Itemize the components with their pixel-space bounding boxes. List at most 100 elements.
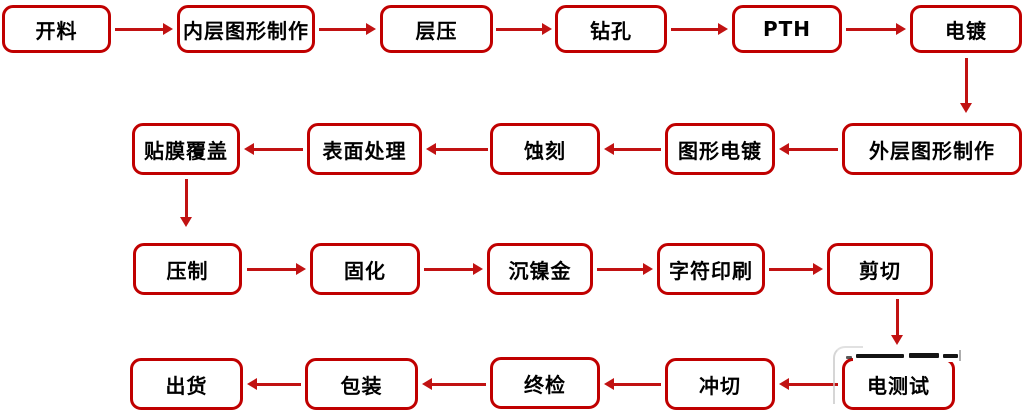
arrow-etching-to-surface-treatment <box>426 143 488 155</box>
node-shipment: 出货 <box>130 358 243 410</box>
arrow-pressing-to-curing <box>247 263 306 275</box>
arrow-head <box>366 23 376 35</box>
arrow-head <box>643 263 653 275</box>
arrow-pth-to-plating <box>846 23 906 35</box>
arrow-legend-printing-to-shearing <box>769 263 823 275</box>
arrow-head <box>163 23 173 35</box>
ghost-box-outline <box>833 346 863 404</box>
arrow-enig-to-legend-printing <box>597 263 653 275</box>
arrow-head <box>779 143 789 155</box>
node-film-covering: 贴膜覆盖 <box>132 123 240 175</box>
arrow-electrical-test-to-punching <box>779 378 838 390</box>
arrow-surface-treatment-to-film-covering <box>244 143 303 155</box>
node-label-shearing: 剪切 <box>859 258 901 283</box>
arrow-shaft <box>846 27 897 31</box>
node-outer-layer-imaging: 外层图形制作 <box>842 123 1022 175</box>
arrow-shaft <box>496 27 543 31</box>
node-inner-layer-imaging: 内层图形制作 <box>177 5 315 53</box>
node-lamination: 层压 <box>380 5 493 53</box>
node-label-curing: 固化 <box>344 258 386 283</box>
arrow-shaft <box>769 267 814 271</box>
node-enig: 沉镍金 <box>487 243 593 295</box>
arrow-head <box>896 23 906 35</box>
node-label-outer-layer-imaging: 外层图形制作 <box>869 138 995 163</box>
node-label-pressing: 压制 <box>166 258 209 283</box>
arrow-final-inspection-to-packaging <box>422 378 486 390</box>
node-drilling: 钻孔 <box>555 5 667 53</box>
smudge-dash <box>909 353 939 358</box>
node-curing: 固化 <box>310 243 420 295</box>
arrow-head <box>473 263 483 275</box>
node-label-plating: 电镀 <box>945 18 987 43</box>
arrow-head <box>180 217 192 227</box>
arrow-head <box>960 103 972 113</box>
arrow-shaft <box>247 267 297 271</box>
arrow-drilling-to-pth <box>671 23 728 35</box>
node-label-film-covering: 贴膜覆盖 <box>144 138 228 163</box>
arrow-head <box>779 378 789 390</box>
node-label-shipment: 出货 <box>165 373 208 398</box>
arrow-curing-to-enig <box>424 263 483 275</box>
smudge-dash <box>846 356 852 359</box>
node-label-legend-printing: 字符印刷 <box>669 258 753 283</box>
node-pattern-plating: 图形电镀 <box>665 123 775 175</box>
arrow-inner-layer-imaging-to-lamination <box>319 23 376 35</box>
arrow-head <box>542 23 552 35</box>
arrow-shaft <box>115 27 164 31</box>
arrow-head <box>247 378 257 390</box>
arrow-outer-layer-imaging-to-pattern-plating <box>779 143 838 155</box>
arrow-head <box>422 378 432 390</box>
node-packaging: 包装 <box>305 358 418 410</box>
arrow-shaft <box>431 382 486 386</box>
arrow-shaft <box>613 147 661 151</box>
node-label-surface-treatment: 表面处理 <box>322 138 407 163</box>
node-label-pth: PTH <box>762 17 812 41</box>
arrow-shaft <box>253 147 303 151</box>
arrow-shaft <box>256 382 301 386</box>
node-label-packaging: 包装 <box>340 373 383 398</box>
ghost-tick <box>959 350 961 361</box>
node-label-pattern-plating: 图形电镀 <box>678 138 762 163</box>
arrow-shaft <box>895 299 899 336</box>
arrow-head <box>296 263 306 275</box>
node-label-punching: 冲切 <box>699 373 741 398</box>
node-plating: 电镀 <box>910 5 1022 53</box>
node-label-drilling: 钻孔 <box>590 18 632 43</box>
node-pressing: 压制 <box>133 243 242 295</box>
arrow-packaging-to-shipment <box>247 378 301 390</box>
arrow-head <box>426 143 436 155</box>
arrow-plating-to-outer-layer-imaging <box>960 58 972 113</box>
node-surface-treatment: 表面处理 <box>307 123 422 175</box>
arrow-shaft <box>184 179 188 218</box>
arrow-head <box>244 143 254 155</box>
node-punching: 冲切 <box>665 358 775 410</box>
smudge-dash <box>943 354 958 358</box>
node-label-cutting: 开料 <box>35 18 78 43</box>
node-electrical-test: 电测试 <box>842 358 955 410</box>
arrow-head <box>604 143 614 155</box>
node-label-electrical-test: 电测试 <box>867 373 930 398</box>
arrow-cutting-to-inner-layer-imaging <box>115 23 173 35</box>
arrow-shaft <box>435 147 488 151</box>
arrow-shaft <box>613 382 661 386</box>
node-legend-printing: 字符印刷 <box>657 243 765 295</box>
arrow-head <box>604 378 614 390</box>
node-label-inner-layer-imaging: 内层图形制作 <box>183 18 309 43</box>
node-label-lamination: 层压 <box>415 18 458 43</box>
smudge-dash <box>856 354 904 358</box>
node-final-inspection: 终检 <box>490 357 600 409</box>
arrow-shearing-to-electrical-test <box>891 299 903 345</box>
node-label-enig: 沉镍金 <box>508 258 572 283</box>
arrow-shaft <box>788 382 838 386</box>
arrow-head <box>813 263 823 275</box>
arrow-shaft <box>788 147 838 151</box>
arrow-shaft <box>424 267 474 271</box>
node-shearing: 剪切 <box>827 243 933 295</box>
node-pth: PTH <box>732 5 842 53</box>
arrow-film-covering-to-pressing <box>180 179 192 227</box>
node-label-etching: 蚀刻 <box>524 138 566 163</box>
node-etching: 蚀刻 <box>490 123 600 175</box>
arrow-shaft <box>597 267 644 271</box>
arrow-head <box>891 335 903 345</box>
